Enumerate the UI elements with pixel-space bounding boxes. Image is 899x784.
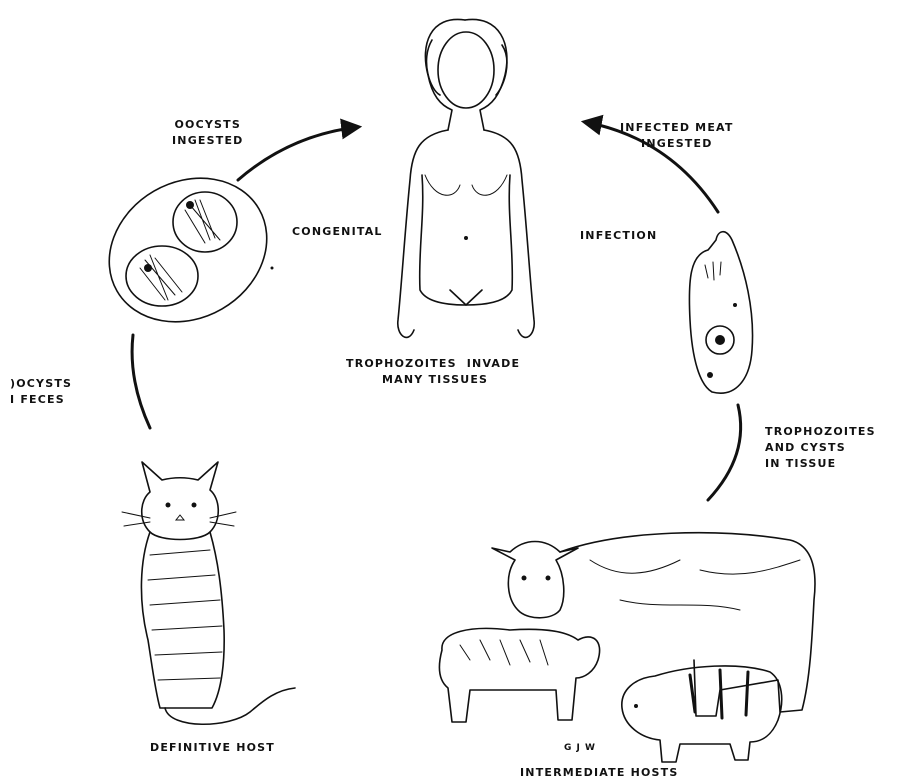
label-infection: INFECTION — [580, 228, 657, 244]
cat-illustration — [122, 462, 295, 724]
label-trophozoites-invade: TROPHOZOITES INVADE — [346, 356, 520, 372]
artist-initials: G J W — [564, 740, 596, 756]
line-animals-to-trophozoite — [708, 405, 741, 500]
arrow-oocyst-to-human — [238, 127, 358, 180]
trophozoite-illustration — [689, 232, 752, 393]
line-cat-to-oocyst — [132, 335, 150, 428]
label-oocysts-ingested: OOCYSTS INGESTED — [172, 117, 244, 149]
human-figure-illustration — [398, 19, 534, 337]
label-many-tissues: MANY TISSUES — [382, 372, 488, 388]
pig-illustration — [622, 666, 782, 762]
label-definitive-host: DEFINITIVE HOST — [150, 740, 275, 756]
label-infected-meat-ingested: INFECTED MEAT INGESTED — [620, 120, 734, 152]
oocyst-illustration — [83, 150, 293, 350]
cow-illustration — [492, 533, 815, 716]
label-oocysts-in-feces: )OCYSTS ı FECES — [10, 376, 72, 408]
label-trophozoites-cysts-tissue: TROPHOZOITES AND CYSTS IN TISSUE — [765, 424, 876, 472]
sheep-illustration — [440, 628, 600, 722]
label-congenital: CONGENITAL — [292, 224, 383, 240]
label-intermediate-hosts: INTERMEDIATE HOSTS — [520, 765, 678, 781]
